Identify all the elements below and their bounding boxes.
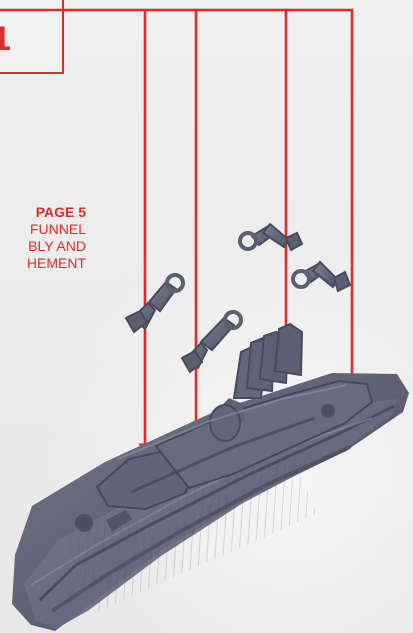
crane-part-left — [126, 275, 183, 332]
crane-part-right — [293, 262, 350, 291]
crane-parts — [126, 224, 350, 372]
crane-part-upper-right — [240, 224, 302, 250]
crane-part-middle — [182, 312, 241, 372]
